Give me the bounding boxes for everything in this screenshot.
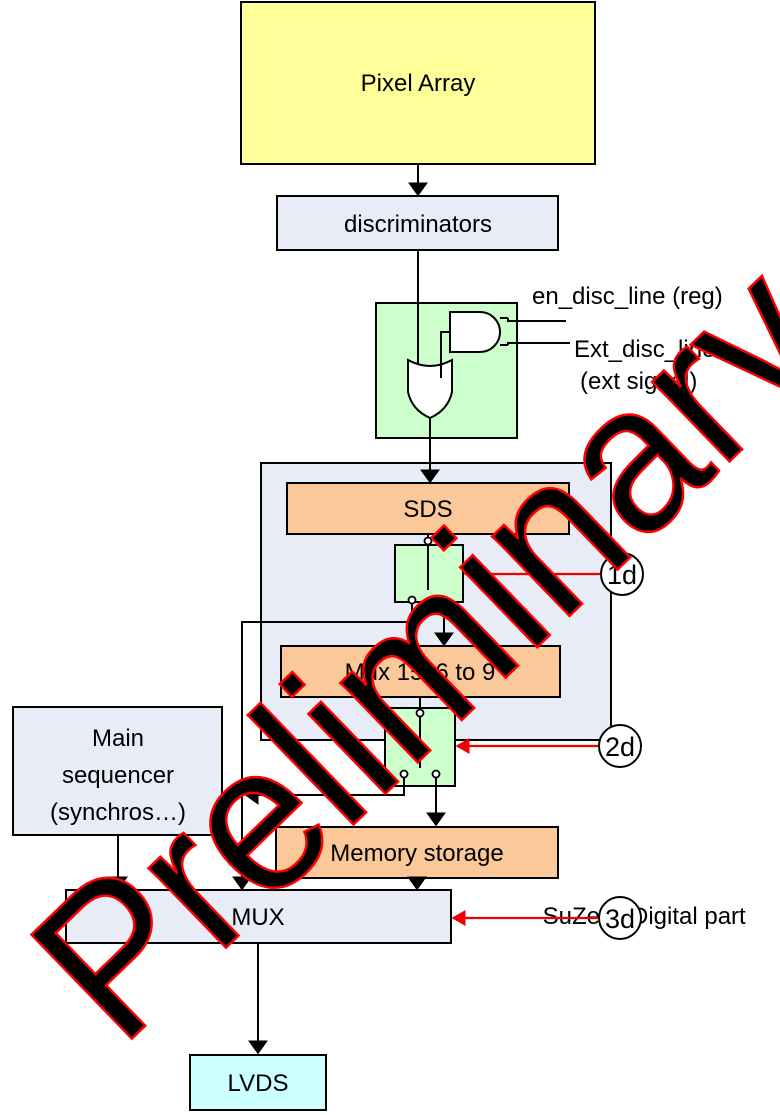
suze-label: SuZe xyxy=(543,903,600,930)
discriminators-block: discriminators xyxy=(276,195,559,251)
mux-15x6-block: Mux 15x6 to 9 xyxy=(280,645,561,698)
control-2d-label: 2d xyxy=(605,732,635,762)
disc-logic-block xyxy=(375,250,570,439)
main-sequencer-line2: sequencer xyxy=(62,762,174,789)
main-sequencer-line3: (synchros…) xyxy=(50,799,186,826)
ext-signal-label: (ext signal) xyxy=(580,368,697,395)
sds-block: SDS xyxy=(286,482,570,535)
main-sequencer-block: Main sequencer (synchros…) xyxy=(12,706,223,836)
wire-switch2-to-sequencer xyxy=(244,778,405,805)
mux-label: MUX xyxy=(231,904,284,931)
pixel-array-label: Pixel Array xyxy=(361,70,476,97)
lvds-label: LVDS xyxy=(228,1070,289,1097)
digital-part-label: Digital part xyxy=(631,903,746,930)
mux-block: MUX xyxy=(65,889,452,944)
discriminators-label: discriminators xyxy=(344,211,492,238)
and-gate-icon xyxy=(449,311,501,353)
en-disc-line-label: en_disc_line (reg) xyxy=(532,283,723,310)
wire-switch1-to-mux xyxy=(232,604,413,891)
memory-storage-block: Memory storage xyxy=(275,826,559,879)
mux-15x6-label: Mux 15x6 to 9 xyxy=(345,659,496,686)
sds-label: SDS xyxy=(403,496,452,523)
switch-2 xyxy=(384,697,456,787)
pixel-array-block: Pixel Array xyxy=(240,1,596,165)
ext-disc-line-label: Ext_disc_line xyxy=(574,336,715,363)
control-1d-label: 1d xyxy=(607,560,637,590)
control-3d: 3d xyxy=(598,896,642,940)
control-3d-label: 3d xyxy=(605,904,635,934)
main-sequencer-line1: Main xyxy=(92,725,144,752)
memory-storage-label: Memory storage xyxy=(330,840,503,867)
lvds-block: LVDS xyxy=(189,1054,327,1111)
control-1d: 1d xyxy=(600,552,644,596)
control-2d: 2d xyxy=(598,724,642,768)
switch-1 xyxy=(394,534,464,605)
